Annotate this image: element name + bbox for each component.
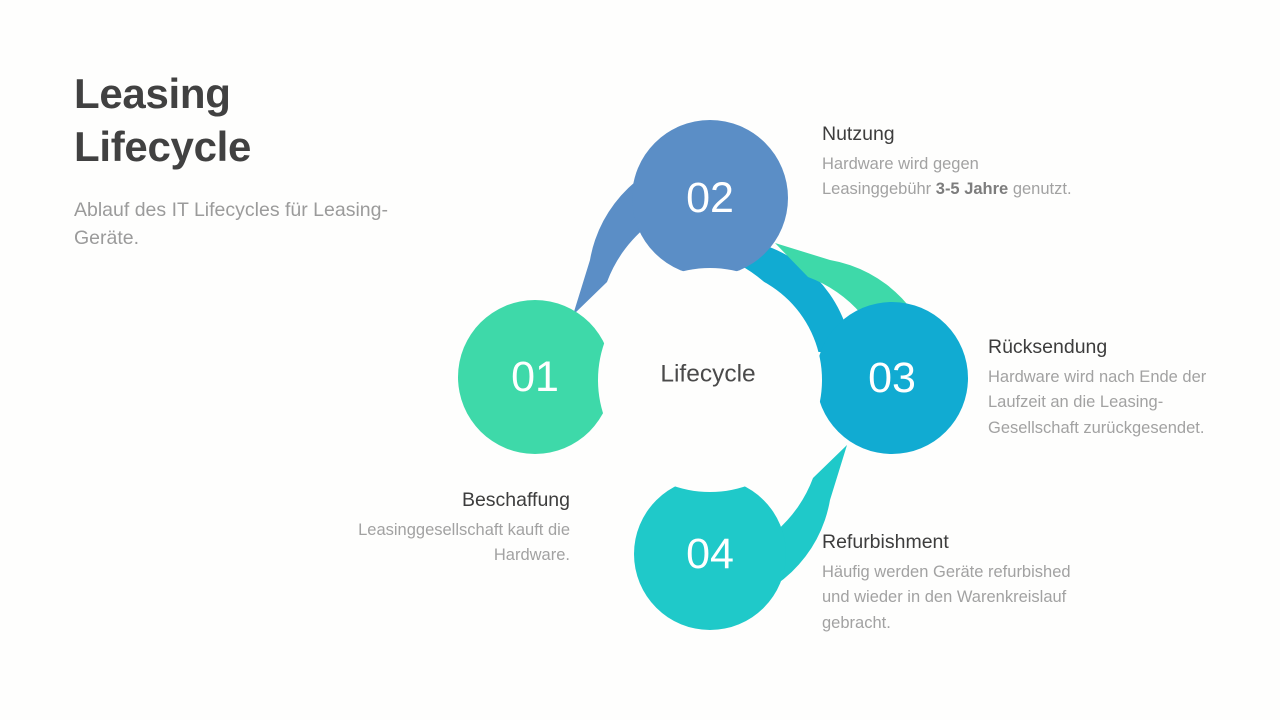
lifecycle-cycle-svg: 02 03 04 01 Lifecycle bbox=[458, 120, 968, 630]
caption-title-refurbishment: Refurbishment bbox=[822, 531, 949, 553]
step-circle-03[interactable] bbox=[816, 302, 968, 454]
step-circle-02[interactable] bbox=[632, 120, 788, 276]
caption-body-ruecksendung: Hardware wird nach Ende der Laufzeit an … bbox=[988, 368, 1207, 437]
center-hub bbox=[598, 268, 822, 492]
page-title-line-1: Leasing bbox=[74, 70, 231, 117]
caption-title-nutzung: Nutzung bbox=[822, 123, 895, 145]
caption-step-01: Beschaffung Leasinggesellschaft kauft di… bbox=[330, 488, 570, 569]
caption-body-refurbishment: Häufig werden Geräte refurbished und wie… bbox=[822, 563, 1071, 632]
caption-body-nutzung-prefix: Hardware wird gegen Leasinggebühr bbox=[822, 155, 979, 199]
caption-step-02: Nutzung Hardware wird gegen Leasinggebüh… bbox=[822, 122, 1072, 203]
caption-body-beschaffung: Leasinggesellschaft kauft die Hardware. bbox=[358, 521, 570, 565]
lifecycle-diagram: 02 03 04 01 Lifecycle bbox=[440, 110, 980, 650]
caption-title-beschaffung: Beschaffung bbox=[461, 489, 570, 511]
page-title-line-2: Lifecycle bbox=[74, 122, 252, 170]
caption-body-nutzung-strong: 3-5 Jahre bbox=[935, 180, 1009, 199]
center-label: Lifecycle bbox=[660, 361, 755, 388]
caption-step-03: Rücksendung Hardware wird nach Ende der … bbox=[988, 335, 1246, 441]
step-number-04: 04 bbox=[686, 530, 734, 578]
page-subtitle: Ablauf des IT Lifecycles für Leasing-Ger… bbox=[74, 198, 388, 250]
step-number-03: 03 bbox=[868, 354, 916, 402]
caption-step-04: Refurbishment Häufig werden Geräte refur… bbox=[822, 530, 1090, 636]
step-circle-01[interactable] bbox=[458, 300, 612, 454]
caption-body-nutzung: Hardware wird gegen Leasinggebühr 3-5 Ja… bbox=[822, 152, 1072, 202]
step-number-01: 01 bbox=[511, 353, 559, 401]
heading-block: Leasing Lifecycle Ablauf des IT Lifecycl… bbox=[74, 68, 404, 253]
caption-body-nutzung-suffix: genutzt. bbox=[1008, 180, 1072, 199]
step-circle-04[interactable] bbox=[634, 478, 786, 630]
caption-title-ruecksendung: Rücksendung bbox=[988, 336, 1108, 358]
step-number-02: 02 bbox=[686, 174, 734, 222]
